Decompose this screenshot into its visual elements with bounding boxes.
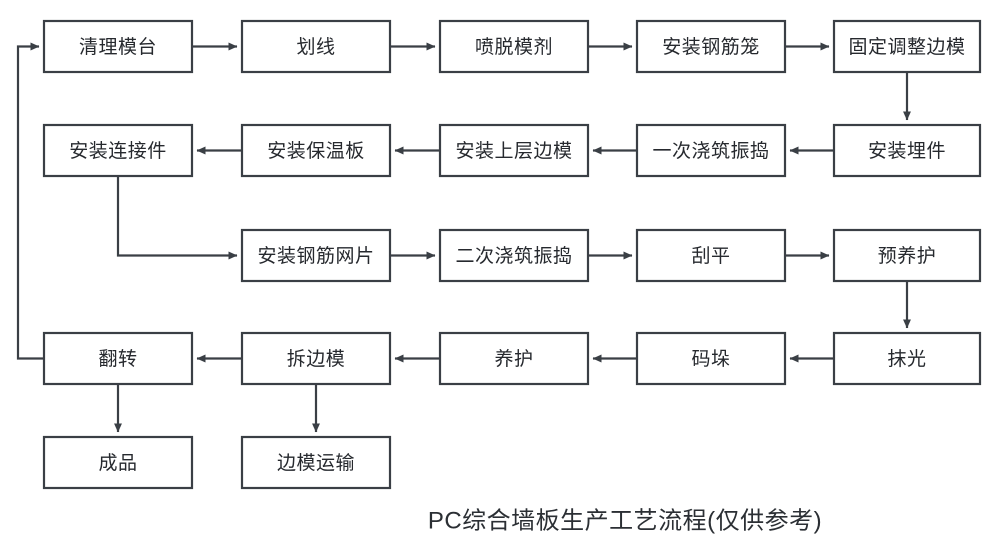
process-node[interactable]: 清理模台: [42, 19, 194, 74]
process-node-box[interactable]: [832, 19, 982, 74]
process-node-box[interactable]: [240, 19, 392, 74]
process-node[interactable]: 抹光: [832, 331, 982, 386]
process-node-label: 养护: [494, 348, 533, 370]
process-node-label: 安装钢筋网片: [257, 245, 374, 267]
process-node-box[interactable]: [635, 19, 787, 74]
process-node-box[interactable]: [42, 435, 194, 490]
process-node[interactable]: 一次浇筑振捣: [635, 123, 787, 178]
process-node[interactable]: 划线: [240, 19, 392, 74]
process-node-box[interactable]: [832, 123, 982, 178]
process-node-label: 刮平: [691, 245, 730, 267]
process-node-label: 预养护: [878, 245, 937, 267]
process-node-box[interactable]: [240, 228, 392, 283]
process-node-label: 喷脱模剂: [475, 36, 553, 58]
process-node-label: 翻转: [98, 348, 137, 370]
process-node[interactable]: 翻转: [42, 331, 194, 386]
process-node-label: 码垛: [691, 348, 730, 370]
process-node-label: 抹光: [887, 348, 926, 370]
process-node-box[interactable]: [438, 228, 590, 283]
process-node-box[interactable]: [42, 123, 194, 178]
process-node-label: 安装钢筋笼: [662, 36, 760, 58]
process-node[interactable]: 安装上层边模: [438, 123, 590, 178]
process-node[interactable]: 养护: [438, 331, 590, 386]
process-node[interactable]: 二次浇筑振捣: [438, 228, 590, 283]
process-node-label: 清理模台: [79, 36, 157, 58]
process-node-box[interactable]: [42, 331, 194, 386]
flow-connector: [16, 42, 44, 360]
flow-connector: [116, 176, 238, 260]
process-node-box[interactable]: [438, 123, 590, 178]
process-node[interactable]: 预养护: [832, 228, 982, 283]
process-node-label: 成品: [98, 452, 137, 474]
process-node[interactable]: 安装埋件: [832, 123, 982, 178]
process-node[interactable]: 安装连接件: [42, 123, 194, 178]
process-node-box[interactable]: [832, 228, 982, 283]
process-node-box[interactable]: [240, 331, 392, 386]
diagram-caption: PC综合墙板生产工艺流程(仅供参考): [428, 508, 822, 535]
process-node-label: 固定调整边模: [848, 36, 965, 58]
process-node-box[interactable]: [438, 331, 590, 386]
process-node-label: 安装埋件: [868, 140, 946, 162]
process-node-box[interactable]: [635, 123, 787, 178]
process-node-box[interactable]: [240, 435, 392, 490]
process-node-box[interactable]: [438, 19, 590, 74]
process-node-box[interactable]: [635, 228, 787, 283]
process-node-label: 划线: [296, 36, 335, 58]
process-node[interactable]: 固定调整边模: [832, 19, 982, 74]
process-node[interactable]: 安装保温板: [240, 123, 392, 178]
process-node-label: 拆边模: [287, 348, 346, 370]
process-node[interactable]: 码垛: [635, 331, 787, 386]
edge-layer: [16, 42, 911, 433]
process-node-box[interactable]: [42, 19, 194, 74]
process-node-box[interactable]: [635, 331, 787, 386]
process-node[interactable]: 边模运输: [240, 435, 392, 490]
process-node-box[interactable]: [240, 123, 392, 178]
process-node[interactable]: 安装钢筋网片: [240, 228, 392, 283]
process-node[interactable]: 安装钢筋笼: [635, 19, 787, 74]
process-node-label: 二次浇筑振捣: [455, 245, 572, 267]
process-node[interactable]: 刮平: [635, 228, 787, 283]
process-node-label: 一次浇筑振捣: [652, 140, 769, 162]
process-node-label: 安装上层边模: [455, 140, 572, 162]
process-node[interactable]: 拆边模: [240, 331, 392, 386]
process-node-label: 边模运输: [277, 452, 355, 474]
process-node[interactable]: 喷脱模剂: [438, 19, 590, 74]
process-node[interactable]: 成品: [42, 435, 194, 490]
process-node-label: 安装保温板: [267, 140, 365, 162]
process-node-box[interactable]: [832, 331, 982, 386]
process-node-label: 安装连接件: [69, 140, 167, 162]
